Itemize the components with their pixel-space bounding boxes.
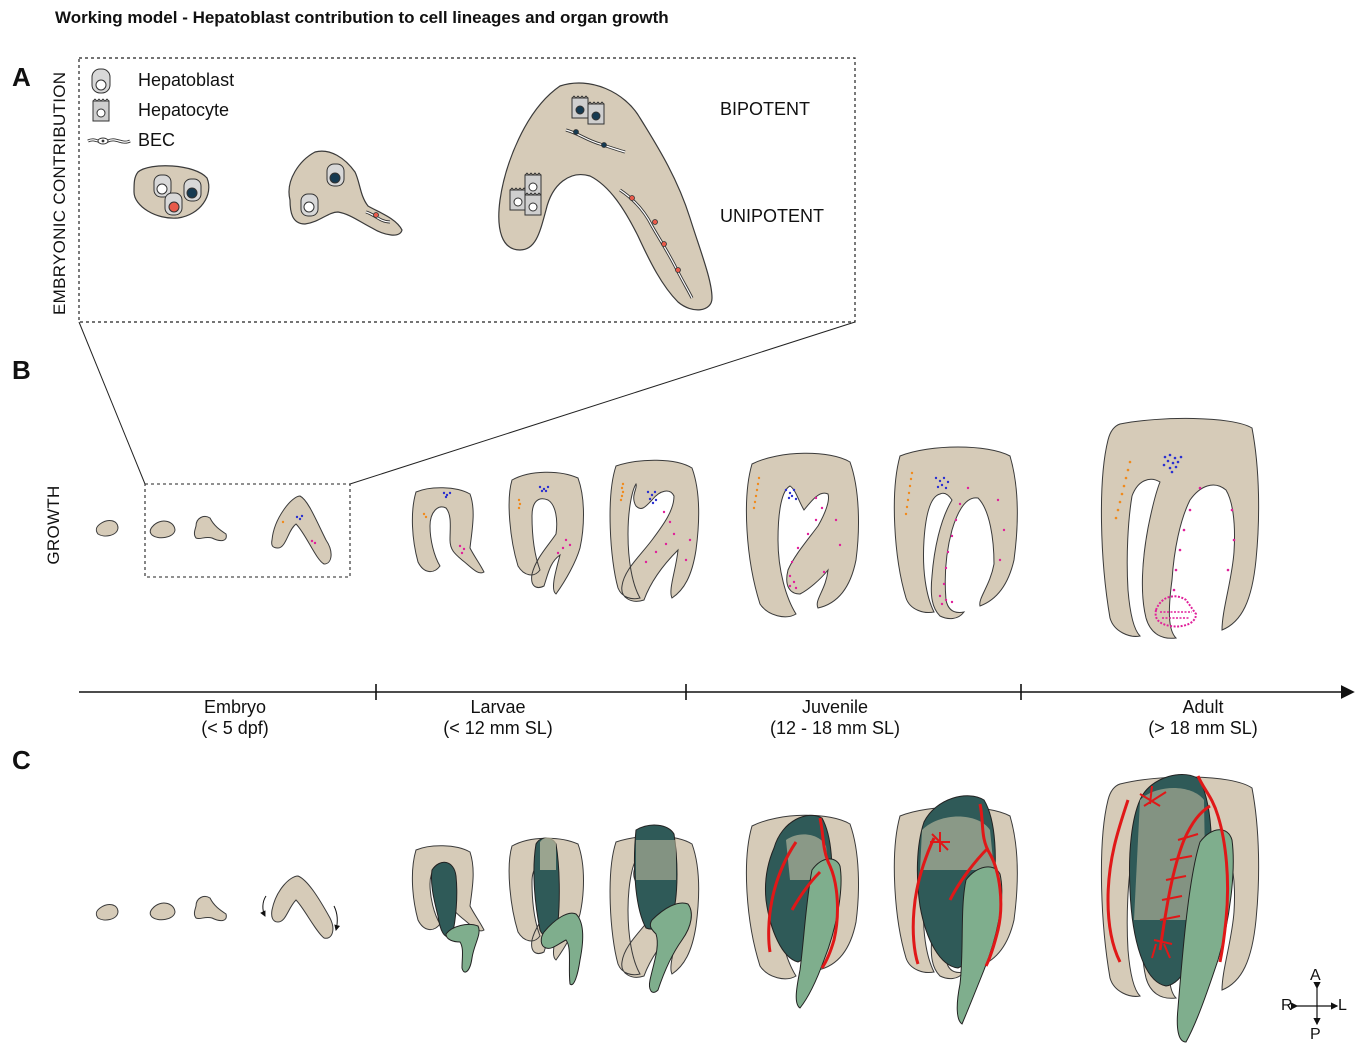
hepatocyte-legend-icon: [93, 99, 109, 121]
c-adult: [1101, 774, 1258, 1042]
bec-legend-icon: [88, 138, 130, 144]
c-embryo-3: [194, 896, 226, 920]
b-adult: [1101, 418, 1258, 638]
c-rotation-arrow-left: [263, 896, 266, 916]
b-larva-1: [412, 488, 484, 573]
b-embryo-2: [150, 521, 175, 538]
zoom-line-left: [79, 322, 145, 484]
hepatoblast-legend-icon: [92, 69, 110, 93]
c-juvenile-2: [894, 796, 1017, 1024]
c-juvenile-1: [746, 815, 858, 1008]
compass-icon: [1297, 988, 1337, 1024]
b-embryo-1: [96, 521, 118, 536]
c-larva-3: [610, 825, 699, 992]
b-embryo-3: [194, 516, 226, 540]
b-larva-3: [610, 460, 699, 601]
c-larva-2: [509, 838, 583, 985]
a-bud-middle: [289, 151, 402, 235]
b-embryo-4: [272, 496, 331, 564]
c-embryo-1: [96, 905, 118, 920]
c-embryo-4: [272, 876, 333, 938]
c-rotation-arrow-right: [334, 906, 337, 930]
c-embryo-2: [150, 903, 175, 920]
b-juvenile-1: [746, 453, 858, 617]
c-larva-1: [412, 846, 484, 972]
a-bud-early: [134, 166, 209, 218]
a-liver-lobe: [499, 83, 712, 310]
